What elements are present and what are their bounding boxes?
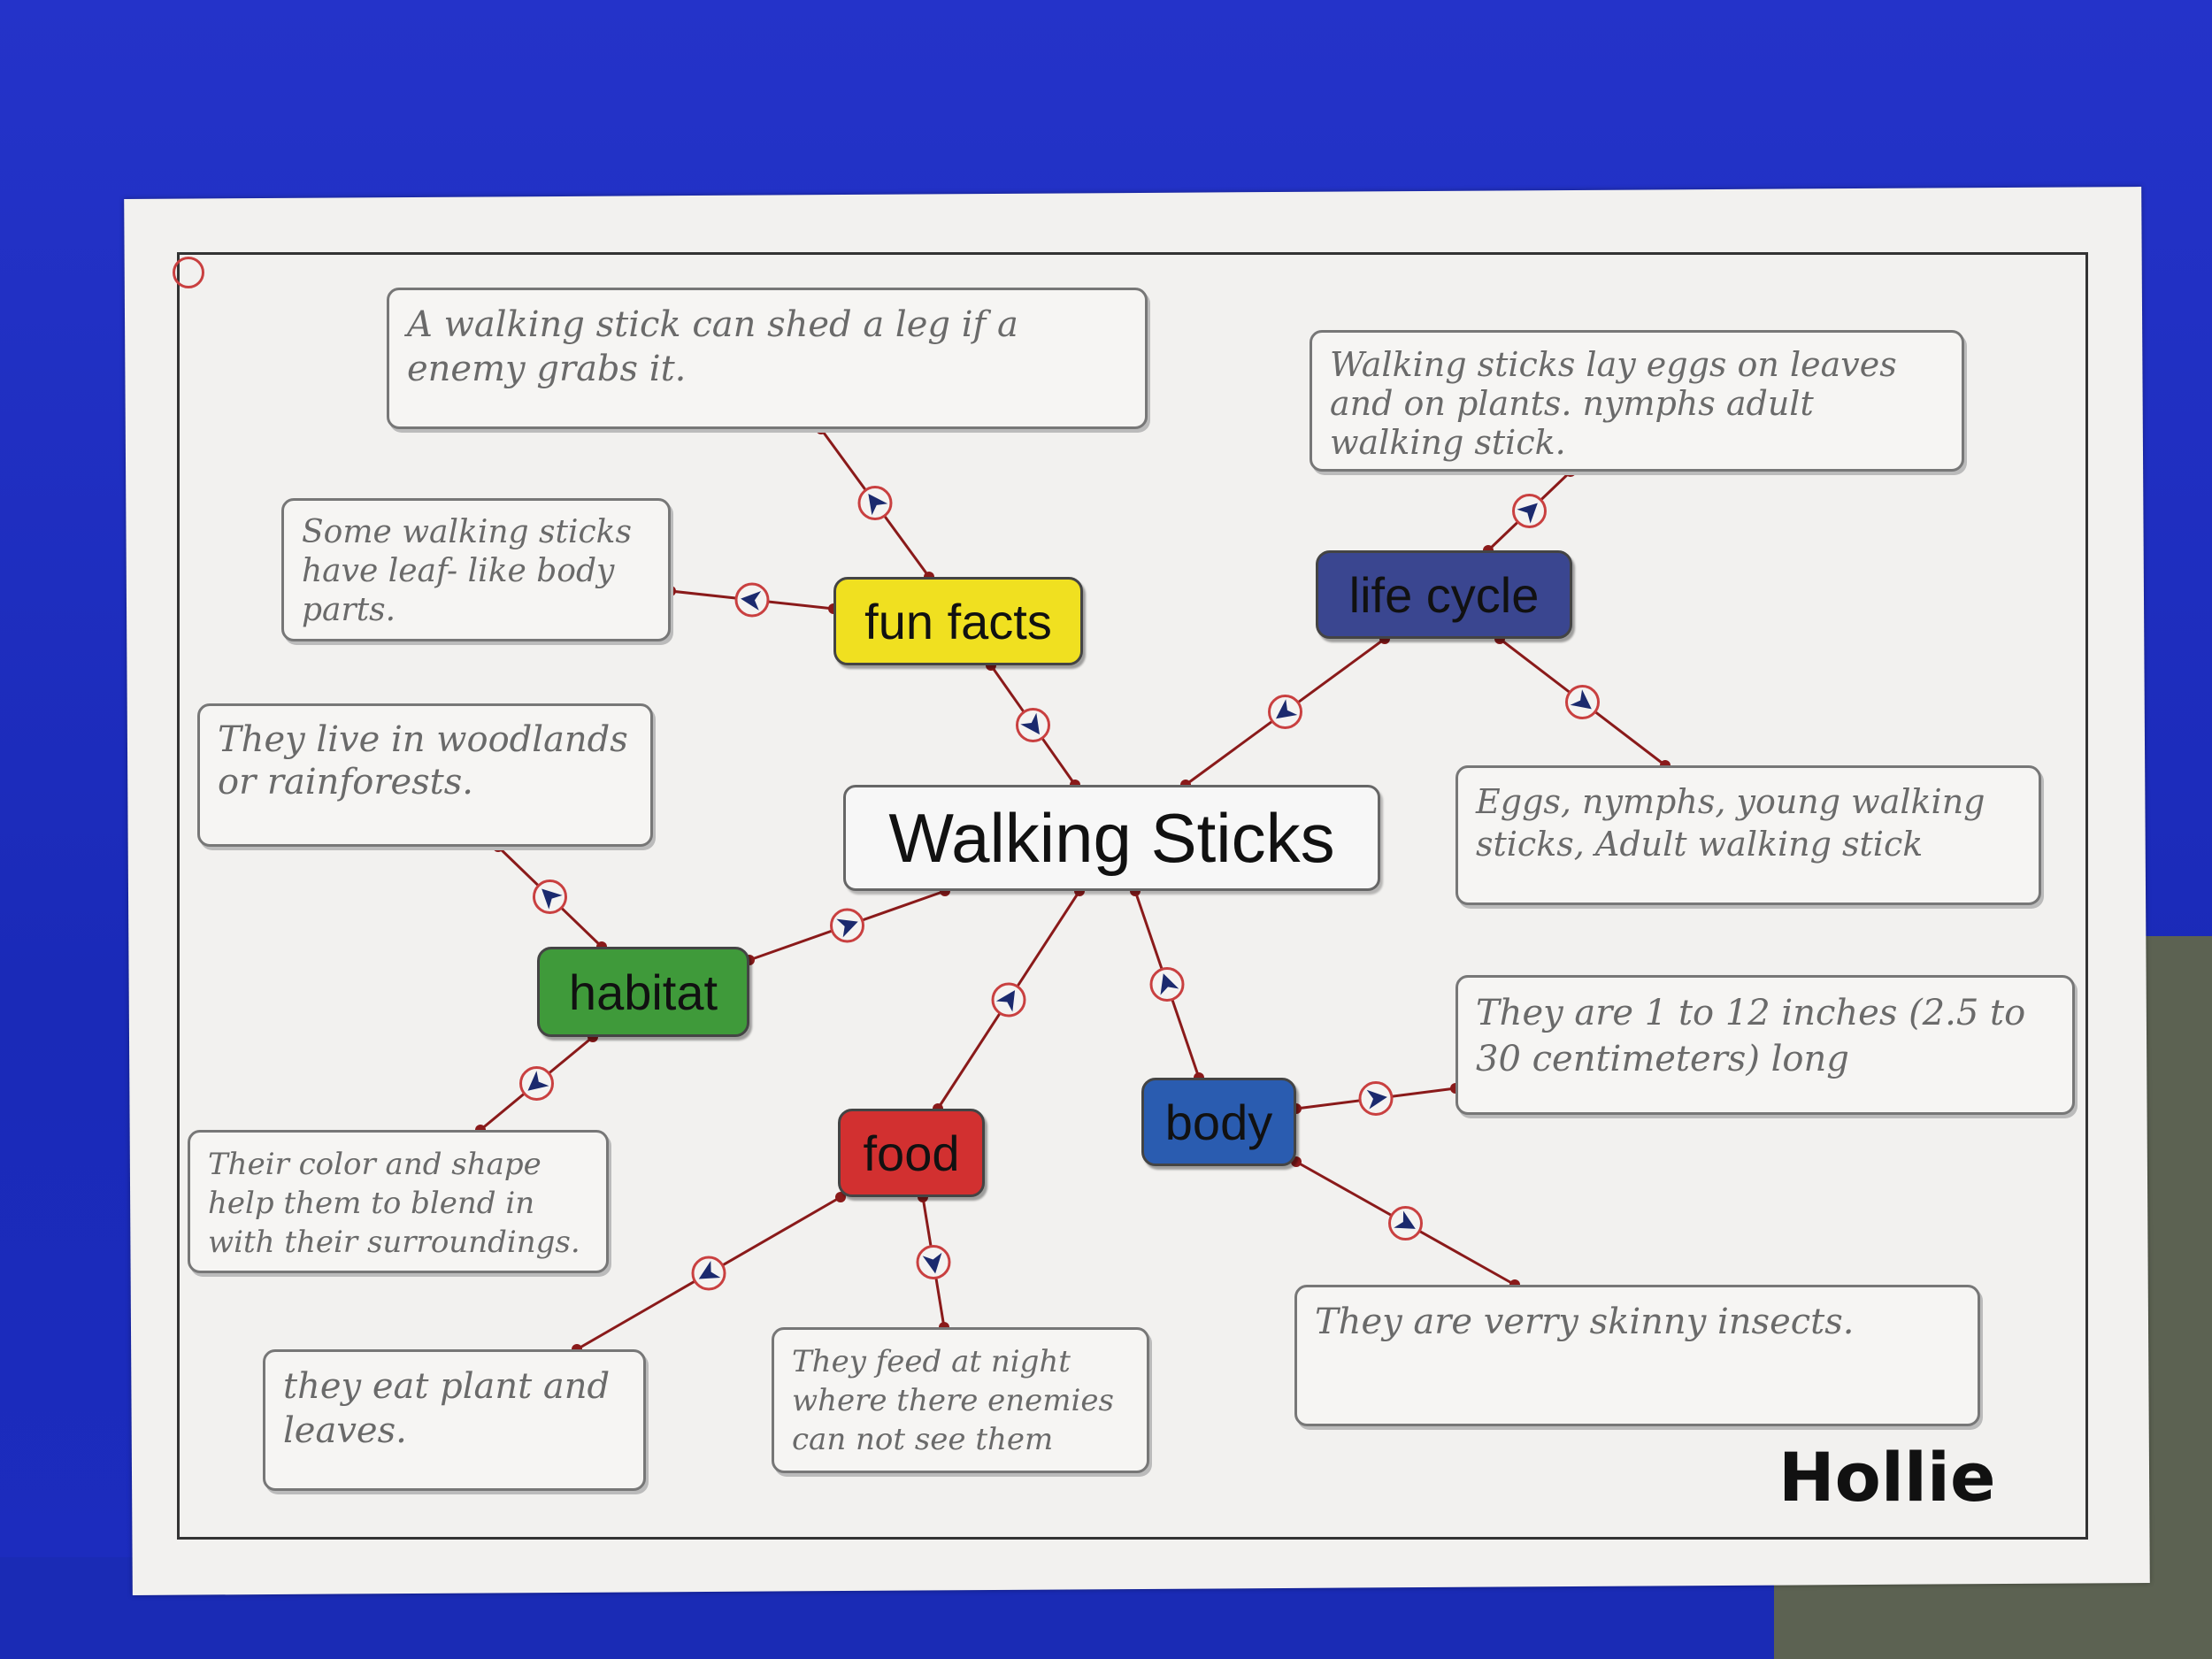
link-habitat-to-live-in [493, 841, 607, 952]
author-signature: Hollie [1778, 1438, 1996, 1517]
note-leaf-parts-text: Some walking sticks have leaf- like body… [302, 514, 632, 628]
note-stages-text: Eggs, nymphs, young walking sticks, Adul… [1476, 782, 1985, 864]
note-shed-leg-text: A walking stick can shed a leg if a enem… [407, 304, 1018, 389]
topic-habitat: habitat [537, 947, 749, 1037]
link-food-to-feed-night [916, 1192, 951, 1333]
arrow-icon [1570, 689, 1592, 710]
central-topic-walking-sticks: Walking Sticks [843, 785, 1380, 891]
arrow-icon [836, 918, 858, 938]
note-lay-eggs-text: Walking sticks lay eggs on leaves and on… [1330, 345, 1897, 462]
arrow-icon [922, 1252, 942, 1274]
link-body-to-skinny [1291, 1156, 1520, 1290]
note-colour-shape-text: Their color and shape help them to blend… [208, 1147, 580, 1260]
note-stages: Eggs, nymphs, young walking sticks, Adul… [1455, 765, 2041, 905]
note-live-in: They live in woodlands or rainforests. [197, 703, 653, 847]
link-food-to-central [933, 886, 1085, 1114]
topic-food: food [838, 1109, 985, 1197]
arrow-icon [1160, 973, 1179, 995]
arrow-icon [995, 990, 1016, 1012]
corner-circle-mark [173, 257, 204, 288]
link-habitat-to-colour-shape [475, 1032, 598, 1135]
arrow-icon [698, 1260, 721, 1279]
note-colour-shape: Their color and shape help them to blend… [188, 1130, 609, 1273]
arrow-icon [541, 888, 563, 910]
link-fun-facts-to-central [986, 660, 1080, 790]
link-habitat-to-central [744, 886, 950, 965]
link-fun-facts-to-shed-leg [816, 424, 934, 582]
arrow-icon [1276, 699, 1298, 719]
note-feed-night: They feed at night where there enemies c… [772, 1327, 1149, 1473]
topic-body-label: body [1164, 1094, 1273, 1150]
central-topic-label: Walking Sticks [888, 798, 1335, 877]
link-life-cycle-to-stages [1494, 634, 1671, 771]
topic-body: body [1141, 1078, 1296, 1166]
note-skinny: They are verry skinny insects. [1294, 1285, 1980, 1426]
poster-frame [177, 252, 2088, 1540]
arrow-icon [1517, 503, 1538, 524]
topic-fun-facts-label: fun facts [864, 593, 1052, 649]
link-life-cycle-to-central [1180, 634, 1390, 790]
note-length-text: They are 1 to 12 inches (2.5 to 30 centi… [1476, 993, 2026, 1079]
arrow-icon [868, 494, 888, 516]
topic-habitat-label: habitat [568, 964, 718, 1020]
note-live-in-text: They live in woodlands or rainforests. [218, 719, 628, 803]
link-food-to-eat-plant [572, 1192, 846, 1355]
topic-fun-facts: fun facts [833, 577, 1083, 665]
link-fun-facts-to-leaf-parts [665, 582, 839, 618]
arrow-icon [1366, 1089, 1387, 1110]
link-body-to-central [1130, 886, 1204, 1083]
arrow-icon [741, 591, 762, 611]
arrow-icon [527, 1071, 549, 1091]
topic-food-label: food [863, 1125, 960, 1181]
note-eat-plant-text: they eat plant and leaves. [283, 1366, 611, 1451]
topic-life-cycle-label: life cycle [1348, 566, 1540, 623]
note-leaf-parts: Some walking sticks have leaf- like body… [281, 498, 671, 641]
note-lay-eggs: Walking sticks lay eggs on leaves and on… [1310, 330, 1964, 472]
link-life-cycle-to-lay-eggs [1483, 466, 1576, 556]
arrow-icon [1394, 1210, 1416, 1229]
note-eat-plant: they eat plant and leaves. [263, 1349, 646, 1491]
note-skinny-text: They are verry skinny insects. [1315, 1302, 1855, 1342]
note-length: They are 1 to 12 inches (2.5 to 30 centi… [1455, 975, 2075, 1115]
topic-life-cycle: life cycle [1316, 550, 1572, 639]
note-shed-leg: A walking stick can shed a leg if a enem… [387, 288, 1148, 429]
link-body-to-length [1291, 1081, 1461, 1116]
note-feed-night-text: They feed at night where there enemies c… [792, 1344, 1114, 1457]
arrow-icon [1020, 712, 1040, 735]
